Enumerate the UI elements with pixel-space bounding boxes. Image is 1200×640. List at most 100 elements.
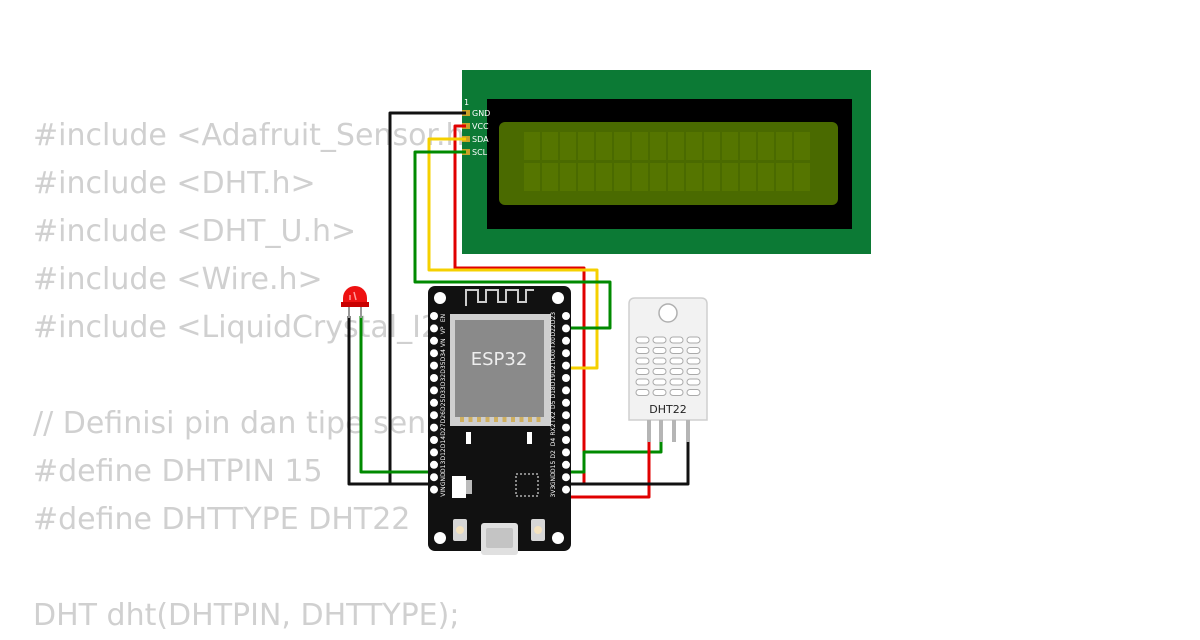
red-led[interactable]	[341, 286, 369, 318]
vent-slot	[669, 336, 684, 344]
wire-gnd-lcd[interactable]	[388, 111, 466, 486]
vent-slot	[686, 389, 701, 396]
pin-hole	[562, 349, 570, 358]
pin-label: TX0	[550, 337, 557, 350]
esp32-pin-vin[interactable]: VIN	[430, 485, 447, 497]
vent-slot	[686, 336, 701, 344]
lcd-char-cell	[776, 132, 792, 160]
esp32-pin-gnd[interactable]: GND	[550, 472, 570, 486]
lcd-char-cell	[578, 163, 594, 191]
pin-label: D15	[550, 460, 557, 472]
lcd-char-cell	[758, 132, 774, 160]
lcd-char-cell	[632, 163, 648, 191]
lcd-char-cell	[668, 163, 684, 191]
pin-label: GND	[440, 472, 447, 486]
vent-slot	[652, 378, 667, 386]
esp32-right-header[interactable]: D23D22TX0RX0D21D19D18D5TX2RX2D4D2D15GND3…	[550, 312, 570, 498]
pin-label: D26	[440, 411, 447, 423]
pin-hole	[562, 312, 570, 320]
pin-hole	[430, 374, 438, 382]
code-line: #include <Wire.h>	[33, 262, 323, 297]
pin-hole	[430, 386, 438, 395]
esp32-module-castellations	[460, 417, 541, 422]
esp32-pin-d35[interactable]: D35	[430, 361, 447, 374]
esp32-pin-d5[interactable]: D5	[550, 398, 570, 409]
esp32-pin-vn[interactable]: VN	[430, 336, 447, 347]
code-line: DHT dht(DHTPIN, DHTTYPE);	[33, 598, 460, 633]
dht22-pin-nc[interactable]	[672, 420, 676, 442]
lcd-display[interactable]: 1 GND VCC SDA SCL	[462, 70, 871, 254]
wire-led-cathode[interactable]	[347, 316, 390, 486]
esp32-pin-gnd[interactable]: GND	[430, 472, 447, 486]
esp32-pin-d19[interactable]: D19	[550, 374, 570, 386]
pin-label: 3V3	[550, 486, 557, 498]
dht22-pin-gnd[interactable]	[686, 420, 690, 442]
esp32-pin-en[interactable]: EN	[430, 312, 447, 322]
wire-dht-gnd[interactable]	[566, 440, 690, 486]
wire-dht-vcc[interactable]	[566, 440, 651, 499]
esp32-pin-d18[interactable]: D18	[550, 386, 570, 399]
lcd-char-cell	[632, 132, 648, 160]
esp32-label: ESP32	[471, 349, 528, 370]
lcd-char-cell	[596, 132, 612, 160]
lcd-char-cell	[704, 132, 720, 160]
dht22-pin-vcc[interactable]	[647, 420, 651, 442]
esp32-pin-d33[interactable]: D33	[430, 386, 447, 399]
dht22-pin-data[interactable]	[659, 420, 663, 442]
pin-hole	[430, 398, 438, 407]
lcd-char-cell	[740, 132, 756, 160]
wire-scl-lcd[interactable]	[413, 150, 612, 330]
pin-label: D18	[550, 386, 557, 398]
pin-hole	[562, 448, 570, 457]
esp32-pin-d2[interactable]: D2	[550, 448, 570, 459]
dht22-sensor[interactable]: DHT22	[628, 297, 708, 442]
lcd-char-cell	[722, 163, 738, 191]
esp32-pin-d26[interactable]: D26	[430, 411, 447, 423]
esp32-pin-tx0[interactable]: TX0	[550, 336, 570, 350]
pin-hole	[430, 460, 438, 469]
vent-slot	[669, 368, 684, 375]
pin-hole	[562, 460, 570, 469]
pin-label: D5	[550, 400, 557, 409]
pin-label: RX0	[550, 349, 557, 361]
esp32-pin-d22[interactable]: D22	[550, 324, 570, 337]
esp32-pin-3v3[interactable]: 3V3	[550, 486, 570, 498]
pin-label: VP	[440, 326, 447, 334]
vent-slot	[635, 368, 650, 375]
esp32-pin-d32[interactable]: D32	[430, 374, 447, 386]
esp32-pin-d23[interactable]: D23	[550, 312, 570, 324]
pin-hole	[430, 324, 438, 333]
pin-label: TX2	[550, 411, 557, 424]
mounting-hole	[552, 292, 564, 304]
lcd-char-cell	[542, 132, 558, 160]
wire-sda-lcd[interactable]	[427, 137, 599, 370]
wire-led-anode[interactable]	[359, 316, 434, 474]
esp32-pin-d4[interactable]: D4	[550, 436, 570, 446]
pin-hole	[430, 423, 438, 432]
pin-hole	[562, 374, 570, 382]
micro-usb-port-inner	[486, 528, 513, 548]
esp32-board[interactable]: ESP32 ENVPVND34D35D32D33D25D26D27D14D12D…	[428, 286, 571, 555]
esp32-pin-d27[interactable]: D27	[430, 423, 447, 436]
wires	[347, 111, 690, 499]
vent-slot	[686, 378, 701, 386]
esp32-pin-d34[interactable]: D34	[430, 349, 447, 361]
vent-slot	[635, 389, 650, 396]
pin-label: D2	[550, 450, 557, 459]
esp32-left-header[interactable]: EN VP VN D34D35D32D33D25D26D27D14D12D13GNDV…	[430, 312, 447, 497]
esp32-pin-d12[interactable]: D12	[430, 448, 447, 461]
pin-hole	[430, 312, 438, 320]
esp32-pin-d21[interactable]: D21	[550, 361, 570, 374]
wire-dht-data[interactable]	[566, 440, 663, 474]
esp32-pin-vp[interactable]: VP	[430, 324, 447, 334]
esp32-pin-d25[interactable]: D25	[430, 398, 447, 411]
esp32-pin-tx2[interactable]: TX2	[550, 411, 570, 424]
led-highlight	[349, 291, 357, 301]
esp32-pin-rx0[interactable]: RX0	[550, 349, 570, 361]
esp32-pin-d14[interactable]: D14	[430, 436, 447, 448]
esp32-pin-rx2[interactable]: RX2	[550, 423, 570, 436]
pin-hole	[430, 361, 438, 370]
esp32-pin-d13[interactable]: D13	[430, 460, 447, 473]
esp32-pin-d15[interactable]: D15	[550, 460, 570, 473]
lcd-character-grid	[524, 132, 810, 191]
